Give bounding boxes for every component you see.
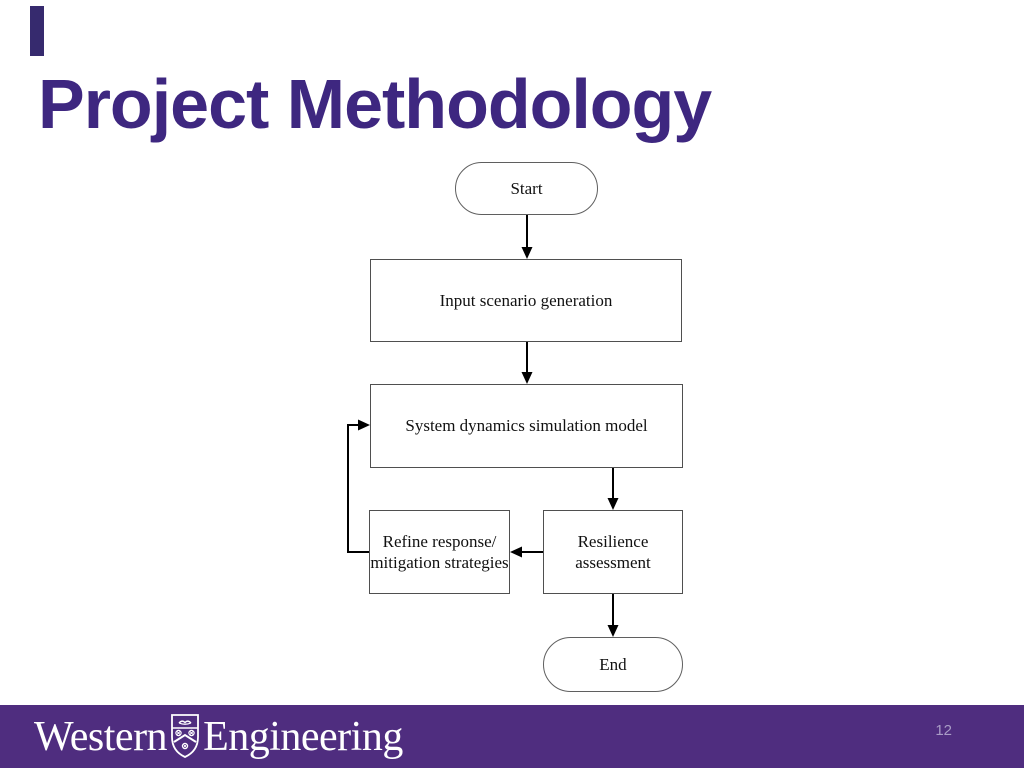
page-number: 12 xyxy=(935,722,952,739)
brand-western-text: Western xyxy=(34,713,168,760)
arrowhead-down-1 xyxy=(521,247,533,259)
flowchart-node-system-dynamics: System dynamics simulation model xyxy=(370,384,683,468)
node-refine-label-line1: Refine response/ xyxy=(382,531,497,551)
node-end-label: End xyxy=(599,654,627,674)
arrowhead-down-3 xyxy=(607,498,619,510)
western-shield-icon xyxy=(171,713,199,758)
flowchart-node-resilience: Resilience assessment xyxy=(543,510,683,594)
footer-bar: Western Engineering xyxy=(0,705,1024,768)
flowchart-node-input-scenario: Input scenario generation xyxy=(370,259,682,342)
flowchart-node-start: Start xyxy=(455,162,598,215)
flowchart-node-refine: Refine response/ mitigation strategies xyxy=(369,510,510,594)
top-accent-bar xyxy=(30,6,44,56)
arrow-feedback-loop xyxy=(347,424,369,553)
flowchart-node-end: End xyxy=(543,637,683,692)
arrowhead-right-feedback xyxy=(358,419,370,431)
node-start-label: Start xyxy=(510,178,543,198)
slide-title: Project Methodology xyxy=(38,65,712,143)
arrowhead-down-2 xyxy=(521,372,533,384)
brand-engineering-text: Engineering xyxy=(203,713,403,760)
node-resilience-label-line2: assessment xyxy=(575,553,651,572)
arrowhead-down-4 xyxy=(607,625,619,637)
node-input-label: Input scenario generation xyxy=(439,290,613,310)
arrowhead-left-1 xyxy=(510,546,522,558)
node-refine-label-line2: mitigation strategies xyxy=(370,553,509,572)
node-resilience-label-line1: Resilience xyxy=(577,531,649,551)
western-engineering-logo: Western Engineering xyxy=(34,705,403,768)
node-system-label: System dynamics simulation model xyxy=(405,416,648,436)
